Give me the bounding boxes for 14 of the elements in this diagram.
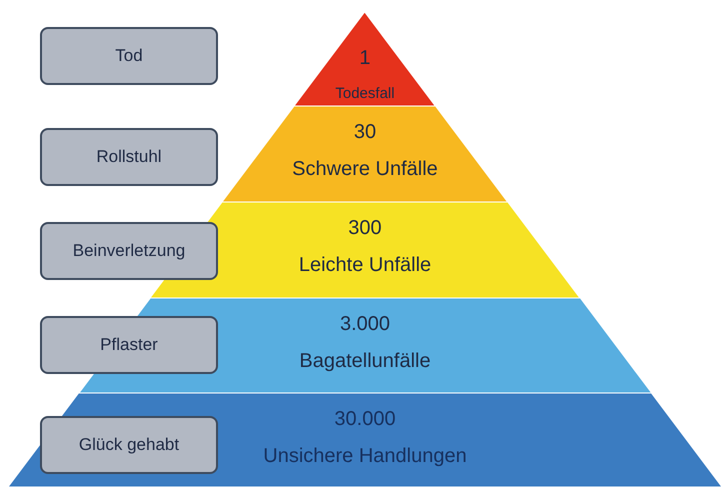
count-number: 1 [359, 46, 371, 71]
count-number: 300 [348, 216, 382, 241]
count-number: 3.000 [340, 312, 390, 337]
tier-label: Todesfall [335, 85, 395, 104]
tier-label: Schwere Unfälle [292, 157, 438, 182]
consequence-box: Tod [40, 27, 218, 85]
consequence-box: Beinverletzung [40, 222, 218, 280]
count-number: 30 [354, 120, 376, 145]
tier-label: Unsichere Handlungen [263, 444, 467, 469]
tier-label: Leichte Unfälle [298, 253, 432, 278]
consequence-box: Pflaster [40, 316, 218, 374]
consequence-box: Rollstuhl [40, 128, 218, 186]
tier-label: Bagatellunfälle [299, 349, 431, 374]
count-number: 30.000 [334, 407, 396, 432]
